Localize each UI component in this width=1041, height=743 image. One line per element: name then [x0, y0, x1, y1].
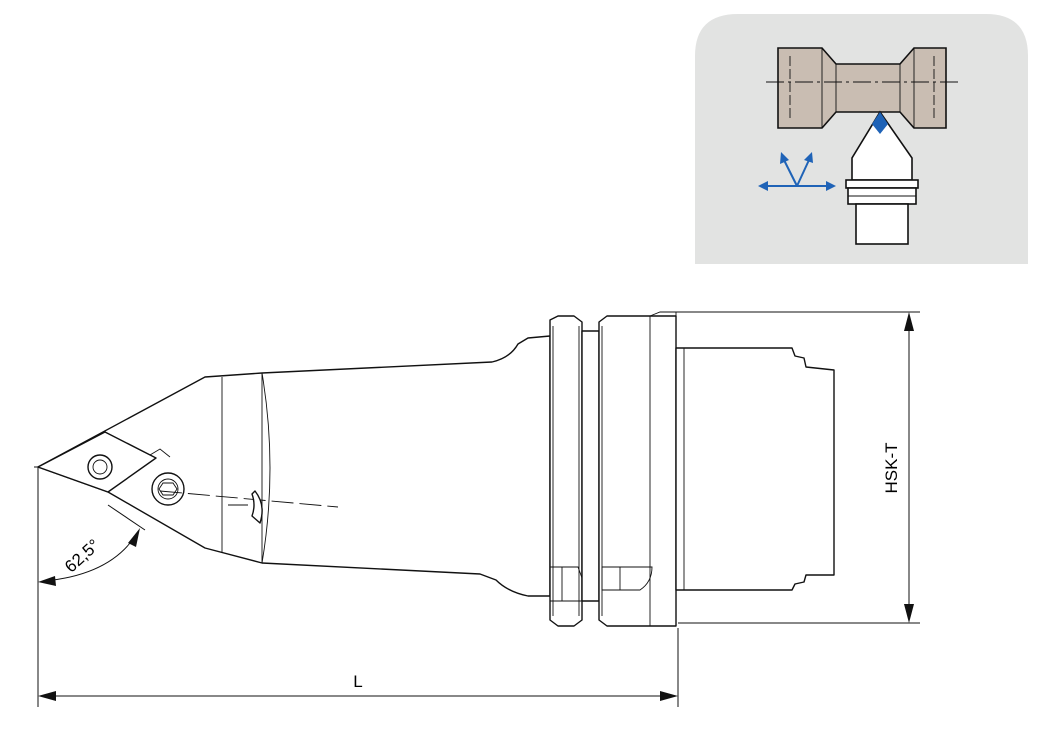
- shank-dimension: HSK-T: [662, 311, 920, 624]
- collar-flange: [549, 311, 677, 627]
- clamp-screw: [149, 448, 185, 506]
- feed-direction-arrows-icon: [758, 152, 836, 191]
- coolant-channel: [159, 490, 339, 508]
- angle-label: 62,5°: [61, 536, 103, 577]
- cutting-insert: [37, 431, 157, 493]
- application-icon-panel: [695, 14, 1028, 264]
- tool-holder-drawing: L HSK-T 62,5°: [34, 311, 920, 707]
- hsk-shank: [675, 347, 835, 591]
- shank-label: HSK-T: [882, 443, 901, 494]
- workpiece-icon: [766, 47, 958, 129]
- insert-icon: [872, 112, 888, 134]
- tool-holder-icon: [845, 110, 919, 245]
- length-label: L: [353, 672, 362, 691]
